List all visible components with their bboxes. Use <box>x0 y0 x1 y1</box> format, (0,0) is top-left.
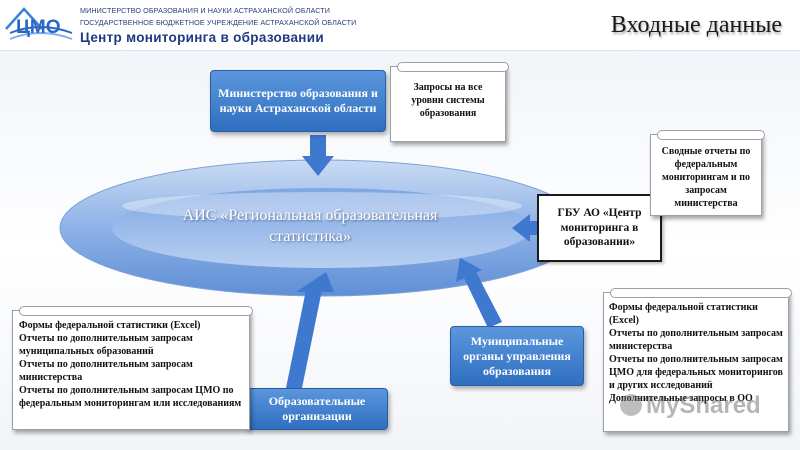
schools-note-item: Отчеты по дополнительным запросам муници… <box>19 333 193 357</box>
municipal-note-item: Отчеты по дополнительным запросам ЦМО дл… <box>609 354 783 391</box>
watermark-text: MyShared <box>646 392 761 419</box>
watermark: MyShared <box>620 392 761 420</box>
ais-ring-inner <box>112 188 532 268</box>
municipal-note: Формы федеральной статистики (Excel) Отч… <box>603 288 792 432</box>
cmo-note-text: Сводные отчеты по федеральным мониторинг… <box>661 146 751 209</box>
arrow-municipal-to-ais <box>456 258 502 328</box>
arrow-ministry-to-ais <box>302 135 334 176</box>
cmo-note: Сводные отчеты по федеральным мониторинг… <box>650 130 765 216</box>
cmo-node: ГБУ АО «Центр мониторинга в образовании» <box>537 194 662 262</box>
municipal-note-item: Отчеты по дополнительным запросам минист… <box>609 328 783 352</box>
schools-note-item: Отчеты по дополнительным запросам минист… <box>19 359 193 383</box>
scroll-curl <box>657 130 765 140</box>
svg-text:ЦМО: ЦМО <box>16 17 61 38</box>
org-name-line-3: Центр мониторинга в образовании <box>80 30 324 45</box>
header-bar: ЦМО МИНИСТЕРСТВО ОБРАЗОВАНИЯ И НАУКИ АСТ… <box>0 0 800 51</box>
org-name-line-2: ГОСУДАРСТВЕННОЕ БЮДЖЕТНОЕ УЧРЕЖДЕНИЕ АСТ… <box>80 18 357 27</box>
schools-note-item: Формы федеральной статистики (Excel) <box>19 320 201 331</box>
scroll-curl <box>610 288 792 298</box>
ais-ring-highlight <box>122 192 522 220</box>
municipal-note-item: Дополнительные запросы в ОО <box>609 393 753 404</box>
org-name-line-1: МИНИСТЕРСТВО ОБРАЗОВАНИЯ И НАУКИ АСТРАХА… <box>80 6 331 15</box>
ministry-note-text: Запросы на все уровни системы образовани… <box>411 82 485 119</box>
watermark-icon <box>620 394 642 416</box>
arrow-schools-to-ais <box>286 272 334 388</box>
municipal-note-item: Формы федеральной статистики (Excel) <box>609 302 758 326</box>
ais-label: АИС «Региональная образовательная статис… <box>182 207 438 245</box>
ministry-node: Министерство образования и науки Астраха… <box>210 70 386 132</box>
page-title: Входные данные <box>610 12 782 38</box>
municipal-node: Муниципальные органы управления образова… <box>450 326 584 386</box>
scroll-curl <box>397 62 509 72</box>
schools-node: Образовательные организации <box>246 388 388 430</box>
cmo-logo-icon: ЦМО <box>5 7 73 40</box>
schools-note-item: Отчеты по дополнительным запросам ЦМО по… <box>19 385 242 409</box>
schools-note: Формы федеральной статистики (Excel) Отч… <box>12 306 253 430</box>
scroll-curl <box>19 306 253 316</box>
ministry-note: Запросы на все уровни системы образовани… <box>390 62 509 142</box>
